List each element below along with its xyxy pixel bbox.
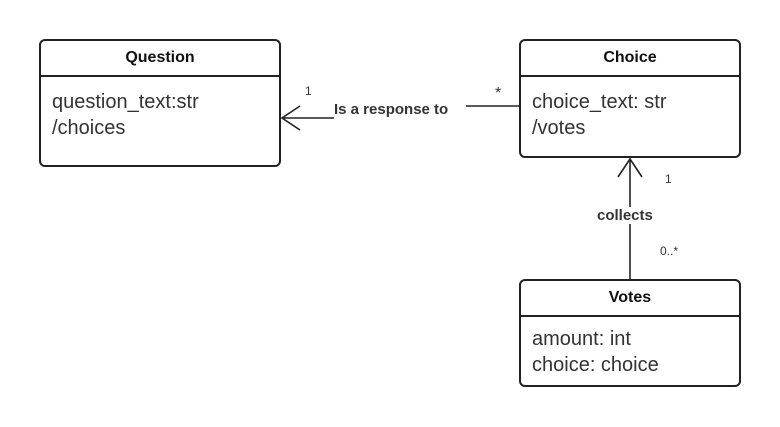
class-choice-attributes: choice_text: str /votes xyxy=(521,77,739,141)
attribute: amount: int xyxy=(532,328,631,350)
class-question-name: Question xyxy=(41,41,279,77)
attribute: /choices xyxy=(52,117,126,139)
class-votes-name: Votes xyxy=(521,281,739,317)
attribute: choice: choice xyxy=(532,354,659,376)
class-question-attributes: question_text:str /choices xyxy=(41,77,279,141)
class-votes-attributes: amount: int choice: choice xyxy=(521,317,739,378)
class-votes[interactable]: Votes amount: int choice: choice xyxy=(519,279,741,387)
multiplicity-choice-top: 1 xyxy=(665,172,672,186)
class-choice-name: Choice xyxy=(521,41,739,77)
attribute: choice_text: str xyxy=(532,91,667,113)
open-arrowhead-question xyxy=(280,105,301,131)
association-label-response: Is a response to xyxy=(334,101,449,118)
class-choice[interactable]: Choice choice_text: str /votes xyxy=(519,39,741,158)
open-arrowhead-choice xyxy=(617,157,643,178)
association-label-collects: collects xyxy=(597,207,653,224)
multiplicity-votes-end: 0..* xyxy=(660,244,679,258)
attribute: /votes xyxy=(532,117,586,139)
multiplicity-choice-end: * xyxy=(495,85,502,102)
class-question[interactable]: Question question_text:str /choices xyxy=(39,39,281,167)
attribute: question_text:str xyxy=(52,91,199,113)
multiplicity-question-end: 1 xyxy=(305,84,312,98)
